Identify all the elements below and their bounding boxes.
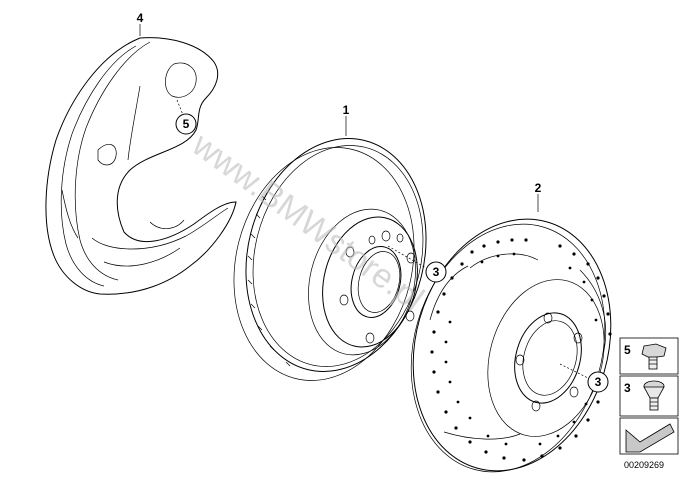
legend-label-3: 3: [624, 381, 631, 395]
vented-brake-disc-icon: [233, 138, 427, 381]
callout-part-5: 5: [175, 113, 197, 135]
brake-shield-icon: [45, 37, 237, 295]
legend-label-5: 5: [624, 343, 631, 357]
fastener-legend: 5 3: [619, 337, 679, 455]
countersunk-screw-icon: [643, 380, 665, 411]
hex-bolt-icon: [641, 343, 667, 370]
svg-text:5: 5: [183, 117, 190, 131]
leader-lines: [139, 24, 589, 379]
callout-part-1: 1: [343, 103, 350, 117]
watermark: www.BMWstore.pl: [184, 125, 430, 318]
callout-part-3-disc1: 3: [425, 261, 447, 283]
document-number: 00209269: [624, 460, 664, 470]
svg-text:3: 3: [433, 265, 440, 279]
callout-part-3-disc2: 3: [587, 371, 609, 393]
callout-part-4: 4: [137, 11, 144, 25]
arrow-icon: [625, 423, 675, 453]
callout-part-2: 2: [535, 181, 542, 195]
svg-text:3: 3: [595, 375, 602, 389]
drilled-brake-disc-icon: [410, 218, 612, 473]
